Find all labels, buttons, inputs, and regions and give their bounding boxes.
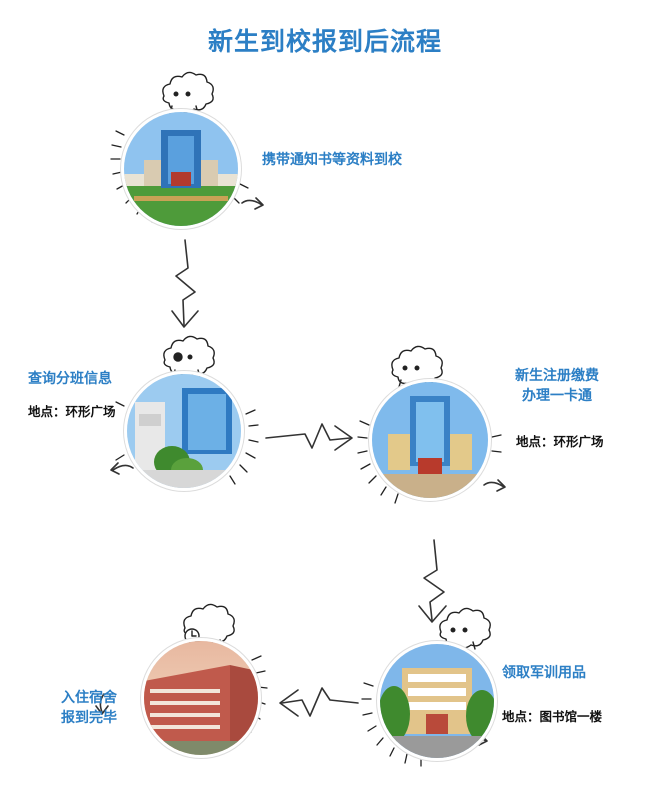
step-1-label: 携带通知书等资料到校 (262, 152, 402, 168)
step-1-photo (124, 112, 238, 226)
lightning-arrow-icon (418, 539, 447, 623)
step-3-photo (372, 382, 488, 498)
sheep-doodle-icon (439, 607, 491, 650)
sheep-doodle-icon (162, 71, 214, 114)
lightning-arrow-icon (171, 239, 199, 328)
step-5-label-line1: 入住宿舍 (61, 690, 117, 706)
step-3-label-line2: 办理一卡通 (522, 388, 592, 404)
step-4-location: 地点：图书馆一楼 (502, 709, 603, 724)
sheep-doodle-icon (391, 345, 443, 388)
step-4-photo (380, 644, 494, 758)
sheep-doodle-icon (163, 335, 215, 378)
step-2-label: 查询分班信息 (28, 371, 112, 387)
step-3-label: 新生注册缴费 办理一卡通 (500, 366, 614, 406)
step-2-location: 地点：环形广场 (28, 404, 116, 419)
step-2-photo (127, 374, 241, 488)
step-3-location: 地点：环形广场 (516, 434, 604, 449)
arrow-doodle-icon (241, 197, 264, 210)
step-4-label: 领取军训用品 (502, 665, 586, 681)
step-5-photo (144, 641, 258, 755)
arrow-doodle-icon (110, 462, 134, 475)
step-3-label-line1: 新生注册缴费 (515, 368, 599, 384)
page-title: 新生到校报到后流程 (207, 27, 442, 56)
lightning-arrow-icon (279, 687, 359, 717)
lightning-arrow-icon (265, 423, 353, 451)
arrow-doodle-icon (483, 479, 506, 492)
step-5-label: 入住宿舍 报到完毕 (50, 688, 128, 728)
step-5-label-line2: 报到完毕 (61, 710, 117, 726)
